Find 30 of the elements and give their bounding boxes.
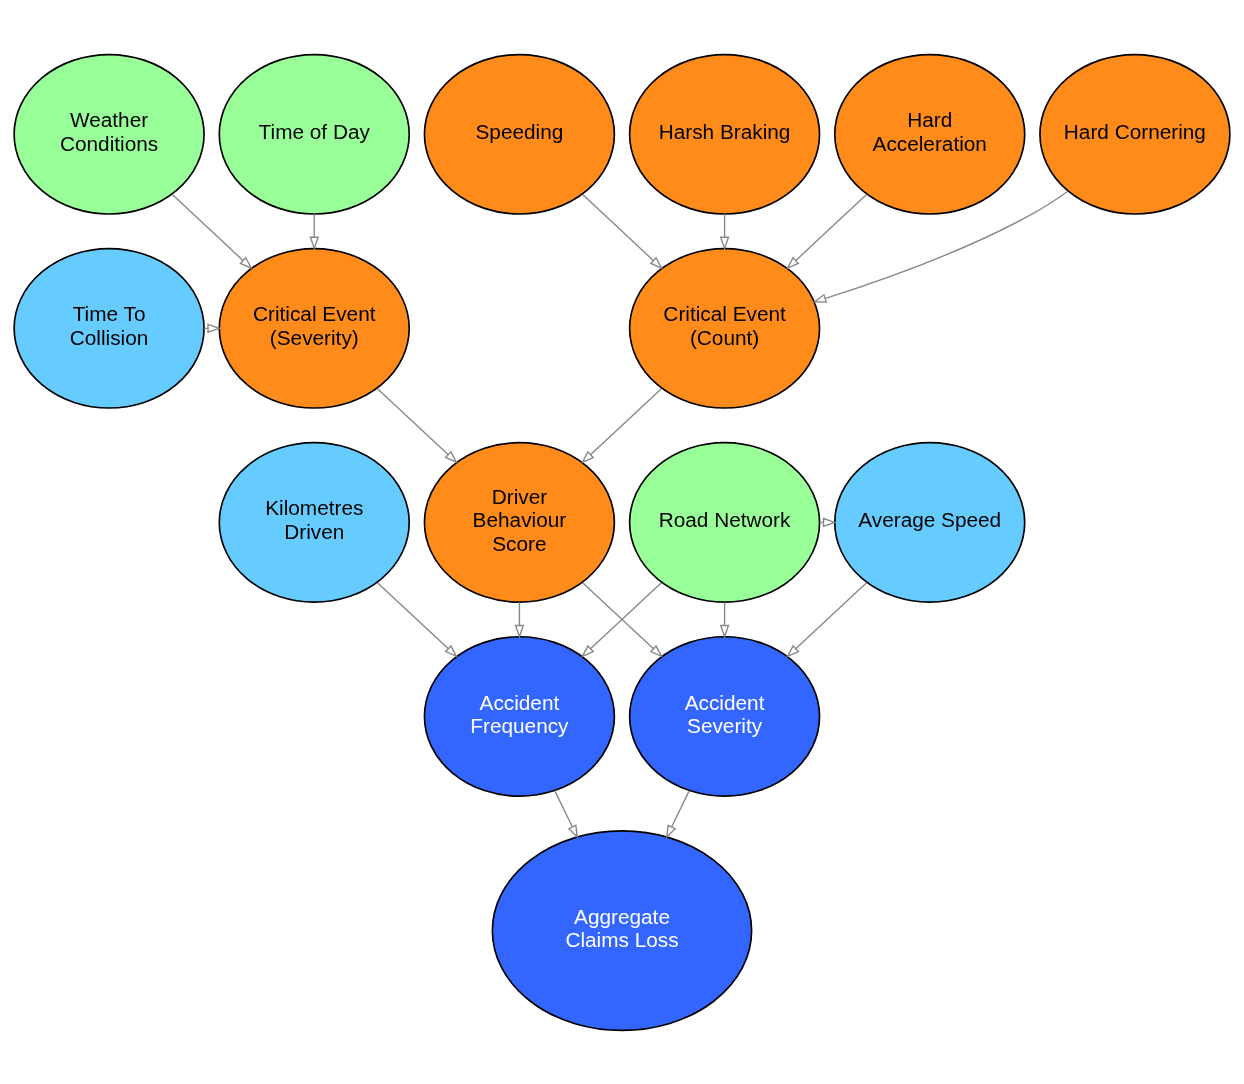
node-ellipse: Harsh Braking (628, 53, 821, 215)
arrow (514, 600, 525, 639)
arrow (786, 581, 868, 658)
arrow (580, 387, 663, 464)
arrow (376, 387, 458, 464)
node-ellipse: Hard Cornering (1039, 53, 1231, 215)
node-ellipse: Time of Day (218, 53, 411, 215)
node-ellipse: Critical Event (Severity) (218, 247, 411, 409)
arrow (719, 600, 730, 639)
node-ellipse: Accident Severity (628, 635, 821, 797)
arrow (309, 212, 320, 250)
node-ellipse: Average Speed (833, 441, 1026, 603)
arrow (786, 193, 868, 270)
node-ellipse: Time To Collision (13, 247, 205, 409)
arrow (554, 789, 579, 839)
node-ellipse: Accident Frequency (423, 635, 616, 797)
node-ellipse: Kilometres Driven (218, 441, 411, 603)
node-ellipse: Aggregate Claims Loss (491, 829, 753, 1031)
node-ellipse: Weather Conditions (13, 53, 205, 215)
arrow (376, 581, 458, 658)
node-ellipse: Critical Event (Count) (628, 247, 821, 409)
arrow (581, 193, 664, 270)
arrow (719, 212, 730, 250)
arrow (171, 193, 253, 270)
arrow (665, 789, 690, 839)
node-ellipse: Driver Behaviour Score (423, 441, 616, 603)
arrow (812, 190, 1069, 303)
node-ellipse: Hard Acceleration (833, 53, 1026, 215)
node-ellipse: Road Network (628, 441, 821, 603)
node-ellipse: Speeding (423, 53, 616, 215)
